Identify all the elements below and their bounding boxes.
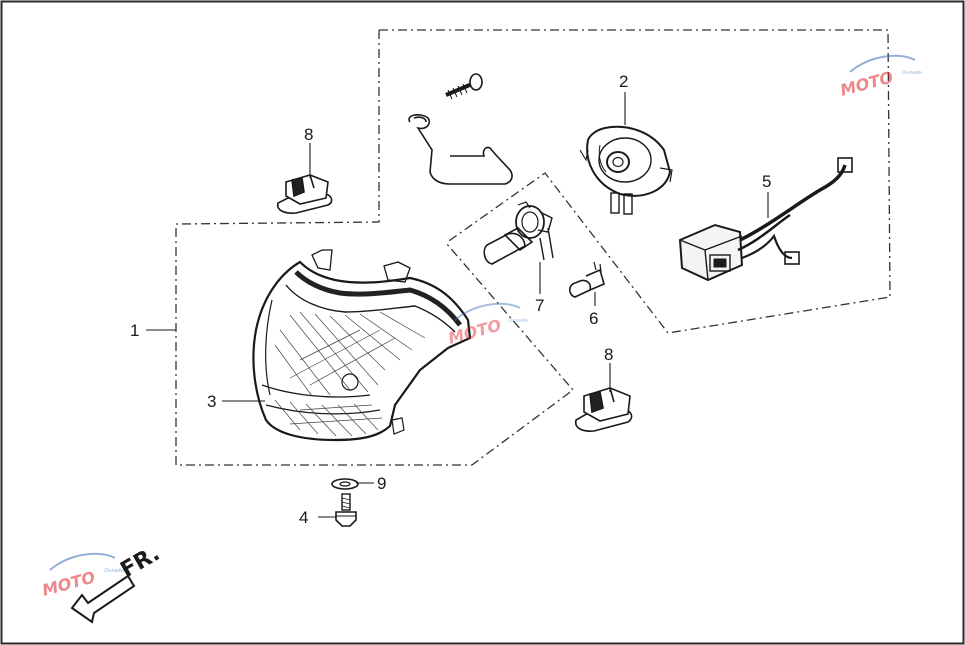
harness-wire-main [739,164,847,242]
wire-bracket [408,113,513,185]
watermark-text: MOTO [40,567,98,599]
harness-connector-body [678,223,744,282]
watermark-subtext: Онлайн [508,318,529,324]
callout-8-lower: 8 [604,345,613,364]
boundary-upper-group [379,29,891,334]
lens-lower-band [261,384,371,398]
harness-terminal-side [784,251,800,265]
socket-cover-body [586,125,672,197]
clip-upper [276,174,333,214]
boundary-headlight-assembly [175,30,574,466]
callout-1: 1 [130,321,139,340]
washer [331,478,359,490]
lens-bulb-window [341,373,359,391]
callout-5: 5 [762,172,771,191]
watermark-swoosh-icon [49,552,116,571]
bulb-base-flange [515,205,545,239]
clip-lower [574,387,633,432]
position-bulb-glass [568,279,592,298]
watermark-subtext: Онлайн [104,568,125,574]
callout-3: 3 [207,392,216,411]
mount-tab-bottom [391,417,405,435]
socket-cover-pin-right [623,193,633,215]
lens-top-rim [294,270,462,327]
group-boundaries [175,29,891,466]
screw-head [469,73,483,91]
socket-cover-hole [606,151,630,173]
watermark-text: MOTO [838,67,896,99]
watermark-swoosh-icon [849,54,916,73]
lens-lower-band-2 [265,404,381,415]
lens-facets [274,311,426,437]
callout-8-upper: 8 [304,125,313,144]
position-bulb [568,261,605,298]
leader-lines [146,92,769,518]
headlight-bulb [483,201,554,265]
front-label: FR. [117,541,165,583]
callout-4: 4 [299,508,308,527]
wire-harness [678,157,853,282]
headlight-lens [252,249,472,442]
callout-9: 9 [377,474,386,493]
mount-tab-left [311,249,333,271]
callout-6: 6 [589,309,598,328]
callout-2: 2 [619,72,628,91]
callout-7: 7 [535,296,544,315]
watermark-top-right: MOTO Онлайн [838,54,923,100]
watermark-center: MOTO Онлайн [446,302,529,348]
lens-outline [252,260,472,442]
socket-cover-pin-left [610,192,620,214]
harness-connector-socket [709,254,731,272]
mount-tab-right [383,261,411,283]
front-arrow-icon [70,574,136,624]
socket-cover-ring [598,137,652,183]
watermark-swoosh-icon [454,302,521,321]
adjust-screw [445,73,483,100]
bolt [335,493,357,527]
socket-cover [579,125,673,215]
lens-inner-rim [285,284,456,333]
watermark-subtext: Онлайн [902,70,923,76]
lens-left-edge [265,299,273,396]
harness-terminal-top [837,157,853,173]
